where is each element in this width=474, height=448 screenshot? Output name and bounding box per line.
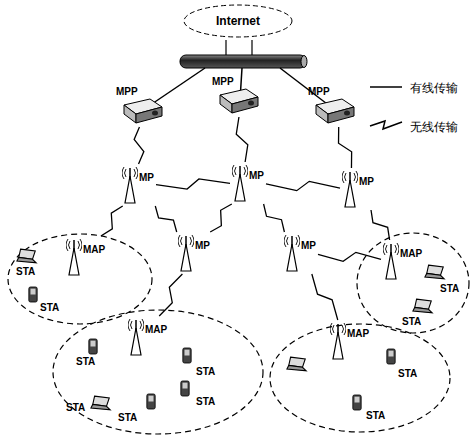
mpp-node: MPP (116, 86, 164, 125)
label-column: MP (359, 176, 374, 187)
node-label: MAP (83, 244, 105, 255)
node-label: MP (301, 240, 316, 251)
wireless-zigzag (159, 274, 182, 316)
node-label: Internet (216, 14, 260, 28)
wireless-link (236, 117, 248, 162)
wireless-zigzag (236, 117, 248, 162)
station-label: STA (366, 410, 385, 421)
wireless-zigzag (266, 181, 340, 190)
wireless-link (371, 210, 390, 240)
internet-cloud: Internet (183, 4, 293, 38)
antenna-icon (383, 242, 399, 280)
legend-text: 无线传输 (410, 119, 458, 136)
label-column: MAP (145, 324, 167, 335)
mpp-device-icon (122, 97, 164, 125)
mesh-node: MP (232, 164, 264, 202)
wireless-link (266, 181, 340, 190)
node-label: MAP (400, 248, 422, 259)
wireless-zigzag (155, 206, 176, 232)
wireless-zigzag (312, 274, 338, 320)
wireless-link (101, 206, 123, 236)
mpp-device-icon (314, 97, 356, 125)
wireless-zigzag (339, 127, 352, 168)
node-label: MP (139, 172, 154, 183)
mesh-node: MAP (383, 242, 422, 280)
label-column: MP (139, 172, 154, 183)
wireless-zigzag (318, 252, 381, 261)
wireless-zigzag (210, 204, 232, 232)
wireless-zigzag (134, 127, 144, 164)
wireless-zigzag (101, 206, 123, 236)
internet-outline (184, 5, 292, 37)
wireless-link (134, 127, 144, 164)
station-label: STA (398, 368, 417, 379)
station-label: STA (66, 402, 85, 413)
node-label: MPP (308, 86, 330, 97)
antenna-icon (122, 166, 138, 204)
wireless-link (264, 204, 285, 232)
node-label: MPP (212, 76, 234, 87)
antenna-icon (66, 238, 82, 276)
wireless-link (159, 274, 182, 316)
mesh-node: MP (342, 170, 374, 208)
node-label: MAP (145, 324, 167, 335)
mpp-node: MPP (308, 86, 356, 125)
mesh-node: MAP (128, 318, 167, 356)
station-label: STA (40, 302, 59, 313)
node-label: MAP (347, 328, 369, 339)
wireless-link (339, 127, 352, 168)
wireless-link (155, 206, 176, 232)
station-label: STA (196, 366, 215, 377)
station-label: STA (76, 356, 95, 367)
antenna-icon (128, 318, 144, 356)
wireless-link (156, 179, 230, 189)
antenna-icon (232, 164, 248, 202)
label-column: MP (195, 240, 210, 251)
mpp-device-icon (218, 87, 260, 115)
wireless-link (210, 204, 232, 232)
station-label: STA (402, 316, 421, 327)
node-label: MP (249, 170, 264, 181)
label-column: MAP (83, 244, 105, 255)
station-label: STA (16, 266, 35, 277)
station-label: STA (440, 283, 459, 294)
station-label: STA (196, 396, 215, 407)
wireless-zigzag (264, 204, 285, 232)
wireless-zigzag (156, 179, 230, 189)
mesh-node: MP (178, 234, 210, 272)
node-label: MPP (116, 86, 138, 97)
node-label: MP (359, 176, 374, 187)
antenna-icon (178, 234, 194, 272)
antenna-icon (330, 322, 346, 360)
wireless-zigzag (371, 210, 390, 240)
label-column: MP (301, 240, 316, 251)
wireless-link (318, 252, 381, 261)
station-label: STA (118, 412, 137, 423)
mpp-node: MPP (212, 76, 260, 115)
wireless-link (312, 274, 338, 320)
mesh-node: MAP (66, 238, 105, 276)
mesh-node: MP (122, 166, 154, 204)
antenna-icon (342, 170, 358, 208)
node-label: MP (195, 240, 210, 251)
legend-text: 有线传输 (410, 80, 458, 97)
label-column: MAP (347, 328, 369, 339)
label-column: MAP (400, 248, 422, 259)
label-column: MP (249, 170, 264, 181)
mesh-node: MP (284, 234, 316, 272)
mesh-node: MAP (330, 322, 369, 360)
antenna-icon (284, 234, 300, 272)
